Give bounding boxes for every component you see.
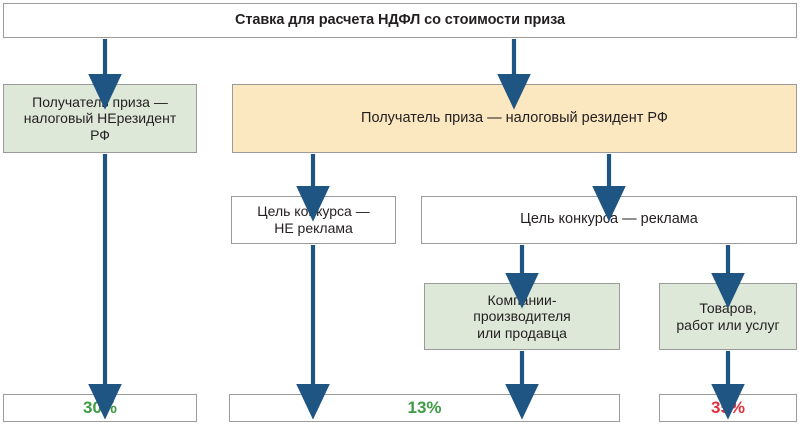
node-goal-advertising: Цель конкурса — реклама <box>421 196 797 244</box>
result-rate-30: 30% <box>3 394 197 422</box>
node-goal-not-advertising: Цель конкурса — НЕ реклама <box>231 196 396 244</box>
page-title: Ставка для расчета НДФЛ со стоимости при… <box>3 3 797 38</box>
node-goods-works-services: Товаров, работ или услуг <box>659 283 797 350</box>
result-rate-13-value: 13% <box>407 397 442 417</box>
node-nonresident: Получатель приза — налоговый НЕрезидент … <box>3 84 197 153</box>
node-resident: Получатель приза — налоговый резидент РФ <box>232 84 797 153</box>
result-rate-13: 13% <box>229 394 620 422</box>
result-rate-30-value: 30% <box>82 397 118 417</box>
result-rate-35-value: 35% <box>710 397 746 417</box>
node-goal-not-advertising-label: Цель конкурса — НЕ реклама <box>257 203 370 236</box>
node-nonresident-label: Получатель приза — налоговый НЕрезидент … <box>23 93 177 143</box>
node-goods-works-services-label: Товаров, работ или услуг <box>676 299 780 333</box>
result-rate-35: 35% <box>659 394 797 422</box>
node-goal-advertising-label: Цель конкурса — реклама <box>520 211 698 228</box>
node-manufacturer-or-seller: Компании- производителя или продавца <box>424 283 620 350</box>
node-manufacturer-or-seller-label: Компании- производителя или продавца <box>473 291 571 341</box>
node-resident-label: Получатель приза — налоговый резидент РФ <box>361 109 668 126</box>
page-title-text: Ставка для расчета НДФЛ со стоимости при… <box>235 11 565 28</box>
